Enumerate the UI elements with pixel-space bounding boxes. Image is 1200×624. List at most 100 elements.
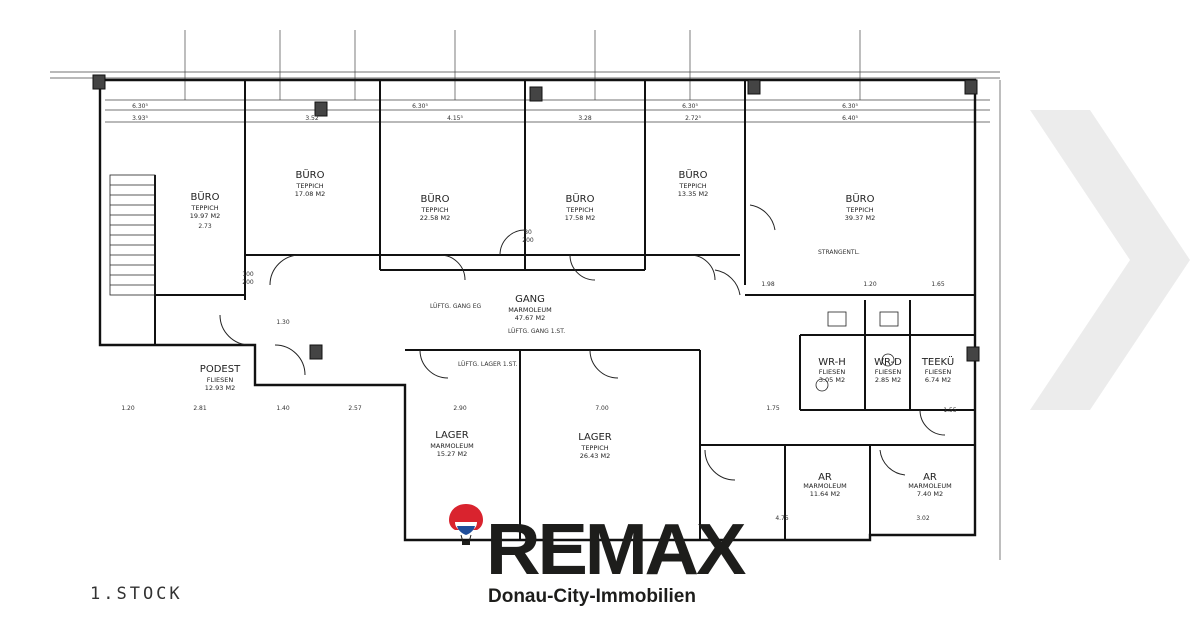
svg-text:BÜRO: BÜRO: [191, 190, 220, 203]
svg-text:80: 80: [524, 229, 532, 236]
floor-label: 1.STOCK: [90, 584, 183, 604]
svg-text:1.75: 1.75: [766, 405, 780, 412]
svg-text:AR: AR: [818, 472, 832, 483]
svg-text:LAGER: LAGER: [578, 432, 612, 443]
remax-logo: REMAX: [486, 510, 746, 590]
svg-text:AR: AR: [923, 472, 937, 483]
svg-text:100: 100: [242, 271, 254, 278]
svg-text:TEPPICH: TEPPICH: [580, 444, 608, 452]
svg-text:3.52: 3.52: [305, 115, 319, 122]
svg-text:47.67 M2: 47.67 M2: [515, 314, 545, 322]
svg-text:MARMOLEUM: MARMOLEUM: [508, 306, 551, 314]
svg-text:BÜRO: BÜRO: [421, 192, 450, 205]
svg-text:FLIESEN: FLIESEN: [207, 376, 234, 384]
svg-text:2.90: 2.90: [453, 405, 467, 412]
watermark-chevron: [1030, 110, 1190, 410]
svg-text:STRANGENTL.: STRANGENTL.: [818, 249, 860, 256]
columns: [92, 74, 980, 362]
svg-text:WR-D: WR-D: [874, 357, 902, 368]
svg-text:2.85 M2: 2.85 M2: [875, 376, 901, 384]
svg-text:2.73: 2.73: [198, 223, 212, 230]
svg-text:1.30: 1.30: [276, 319, 290, 326]
svg-text:LÜFTG. GANG EG: LÜFTG. GANG EG: [430, 303, 482, 310]
svg-text:1.20: 1.20: [863, 281, 877, 288]
svg-text:3.05 M2: 3.05 M2: [819, 376, 845, 384]
svg-text:FLIESEN: FLIESEN: [875, 368, 902, 376]
svg-text:1.20: 1.20: [121, 405, 135, 412]
svg-text:7.40 M2: 7.40 M2: [917, 490, 943, 498]
svg-text:TEPPICH: TEPPICH: [565, 206, 593, 214]
stair: [109, 174, 156, 296]
svg-text:4.75: 4.75: [775, 515, 789, 522]
remax-balloon-icon: [449, 504, 483, 545]
svg-text:WR-H: WR-H: [818, 357, 846, 368]
svg-text:6.40⁵: 6.40⁵: [842, 115, 858, 122]
svg-text:13.35 M2: 13.35 M2: [678, 190, 708, 198]
svg-text:TEPPICH: TEPPICH: [678, 182, 706, 190]
svg-text:BÜRO: BÜRO: [679, 168, 708, 181]
svg-text:GANG: GANG: [515, 294, 545, 305]
svg-text:FLIESEN: FLIESEN: [819, 368, 846, 376]
svg-text:6.30⁵: 6.30⁵: [412, 103, 428, 110]
svg-text:39.37 M2: 39.37 M2: [845, 214, 875, 222]
svg-text:6.30⁵: 6.30⁵: [842, 103, 858, 110]
svg-text:FLIESEN: FLIESEN: [925, 368, 952, 376]
svg-text:TEPPICH: TEPPICH: [295, 182, 323, 190]
dimension-labels: 6.30⁵ 6.30⁵ 6.30⁵ 6.30⁵ 3.93⁵ 3.52 4.15⁵…: [121, 103, 957, 522]
svg-text:3.02: 3.02: [916, 515, 930, 522]
svg-text:4.15⁵: 4.15⁵: [447, 115, 463, 122]
svg-text:1.40: 1.40: [276, 405, 290, 412]
svg-text:19.97 M2: 19.97 M2: [190, 212, 220, 220]
svg-text:TEPPICH: TEPPICH: [845, 206, 873, 214]
svg-text:11.64 M2: 11.64 M2: [810, 490, 840, 498]
svg-text:BÜRO: BÜRO: [566, 192, 595, 205]
svg-text:BÜRO: BÜRO: [296, 168, 325, 181]
svg-text:6.30⁵: 6.30⁵: [132, 103, 148, 110]
svg-text:PODEST: PODEST: [200, 364, 241, 375]
svg-text:BÜRO: BÜRO: [846, 192, 875, 205]
interior-walls: [154, 80, 975, 540]
svg-text:1.65: 1.65: [931, 281, 945, 288]
svg-text:TEPPICH: TEPPICH: [420, 206, 448, 214]
svg-text:LÜFTG. GANG 1.ST.: LÜFTG. GANG 1.ST.: [508, 328, 565, 335]
svg-text:1.98: 1.98: [761, 281, 775, 288]
svg-text:2.81: 2.81: [193, 405, 207, 412]
top-dimension-lines: [50, 30, 1001, 560]
exterior-walls: [98, 78, 977, 542]
svg-text:TEPPICH: TEPPICH: [190, 204, 218, 212]
door-swings: [219, 204, 946, 481]
svg-text:200: 200: [522, 237, 534, 244]
svg-text:200: 200: [242, 279, 254, 286]
svg-text:17.08 M2: 17.08 M2: [295, 190, 325, 198]
svg-text:7.00: 7.00: [595, 405, 609, 412]
svg-text:3.93⁵: 3.93⁵: [132, 115, 148, 122]
svg-text:TEEKÜ: TEEKÜ: [921, 355, 954, 368]
svg-text:2.57: 2.57: [348, 405, 362, 412]
annotation-notes: LÜFTG. GANG EG LÜFTG. GANG 1.ST. STRANGE…: [430, 249, 860, 368]
svg-text:6.30⁵: 6.30⁵: [682, 103, 698, 110]
svg-text:MARMOLEUM: MARMOLEUM: [803, 482, 846, 490]
sanitary-fixtures: [815, 311, 899, 392]
svg-text:MARMOLEUM: MARMOLEUM: [430, 442, 473, 450]
svg-text:26.43 M2: 26.43 M2: [580, 452, 610, 460]
svg-text:3.28: 3.28: [578, 115, 592, 122]
svg-text:17.58 M2: 17.58 M2: [565, 214, 595, 222]
svg-text:LÜFTG. LAGER 1.ST.: LÜFTG. LAGER 1.ST.: [458, 361, 517, 368]
svg-text:12.93 M2: 12.93 M2: [205, 384, 235, 392]
remax-tagline: Donau-City-Immobilien: [488, 586, 696, 607]
